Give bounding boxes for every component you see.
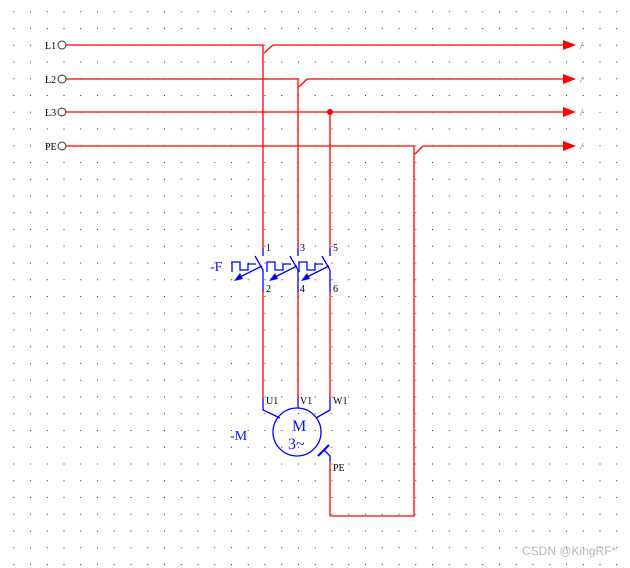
pin-2: 2 — [266, 284, 271, 295]
pin-3: 3 — [300, 243, 305, 254]
arrow-l1 — [563, 40, 576, 50]
breaker-designator: -F — [210, 260, 223, 275]
pin-6: 6 — [333, 284, 338, 295]
pin-pe: PE — [333, 463, 345, 474]
junction-dot — [327, 109, 333, 115]
terminal-label-l2: L2 — [45, 75, 56, 86]
pin-u1: U1 — [266, 396, 278, 407]
motor-designator: -M — [230, 429, 248, 444]
motor-symbol — [262, 398, 331, 462]
wire-pe — [66, 145, 567, 517]
watermark: CSDN @KingRF* — [522, 544, 617, 558]
wire-l2 — [66, 78, 567, 248]
pin-4: 4 — [300, 284, 305, 295]
pin-5: 5 — [333, 243, 338, 254]
arrow-l3 — [563, 107, 576, 117]
trip-arrows — [234, 273, 310, 281]
pin-w1: W1 — [333, 396, 347, 407]
wires — [66, 44, 567, 517]
pin-1: 1 — [266, 243, 271, 254]
continuation-marks — [579, 41, 584, 151]
motor-feed-wires — [262, 292, 331, 516]
wire-l1 — [66, 44, 567, 248]
terminal-label-l1: L1 — [45, 41, 56, 52]
wire-l3 — [66, 111, 567, 248]
arrows — [563, 40, 576, 151]
motor-symbol-3phase: 3~ — [288, 436, 305, 453]
terminal-label-pe: PE — [45, 142, 57, 153]
terminal-label-l3: L3 — [45, 108, 56, 119]
pin-v1: V1 — [300, 396, 312, 407]
arrow-pe — [563, 141, 576, 151]
terminal-circles — [57, 40, 67, 151]
motor-symbol-m: M — [292, 418, 306, 435]
arrow-l2 — [563, 74, 576, 84]
